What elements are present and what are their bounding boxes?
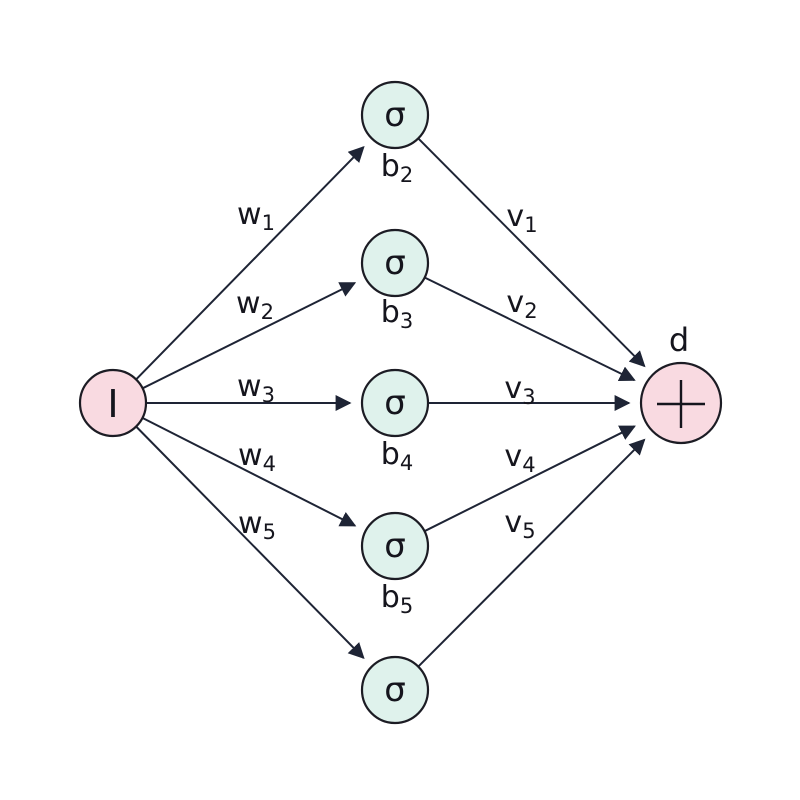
weight-label-v2: v2 [506,285,537,323]
weight-v4-base: v [504,439,522,474]
hidden-node-2: σ [360,228,430,298]
bias-b4-sub: 4 [400,451,413,475]
weight-v1-sub: 1 [524,213,537,237]
input-node: I [78,368,148,438]
edge-hidden2-output [424,276,636,381]
weight-label-w5: w5 [238,506,276,544]
weight-w1-sub: 1 [262,211,275,235]
weight-w4-sub: 4 [263,452,276,476]
sigma-label-4: σ [384,526,406,566]
hidden-node-2-circle [360,228,430,298]
bias-label-b4: b4 [381,437,413,475]
output-node: d [639,321,723,445]
bias-b5-sub: 5 [400,594,413,618]
edge-hidden1-output [417,137,646,368]
sigma-label-5: σ [384,670,406,710]
edge-input-hidden5 [135,425,365,660]
weight-v5-base: v [504,505,522,540]
weight-label-v5: v5 [504,505,535,543]
weight-label-v3: v3 [504,371,535,409]
bias-b2-base: b [381,149,400,184]
bias-b3-sub: 3 [400,309,413,333]
input-node-label: I [107,382,118,426]
weight-w1-base: w [237,197,262,232]
weight-v1-base: v [506,199,524,234]
hidden-node-3: σ [360,368,430,438]
hidden-node-1: σ [360,80,430,150]
weight-w3-sub: 3 [262,383,275,407]
edge-hidden5-output [417,438,646,668]
hidden-node-4-circle [360,511,430,581]
sigma-label-2: σ [384,243,406,283]
weight-w5-sub: 5 [263,520,276,544]
weight-v4-sub: 4 [522,453,535,477]
output-node-label: d [669,321,689,359]
bias-b2-sub: 2 [400,163,413,187]
edge-input-hidden1 [135,146,365,381]
bias-label-b2: b2 [381,149,413,187]
sigma-label-3: σ [384,383,406,423]
hidden-node-1-circle [360,80,430,150]
hidden-node-5-circle [360,655,430,725]
bias-b3-base: b [381,295,400,330]
sigma-label-1: σ [384,95,406,135]
bias-b5-base: b [381,580,400,615]
weight-v2-base: v [506,285,524,320]
output-edges [417,137,646,668]
weight-label-v4: v4 [504,439,535,477]
bias-b4-base: b [381,437,400,472]
weight-v2-sub: 2 [524,299,537,323]
weight-v3-base: v [504,371,522,406]
edge-hidden4-output [424,425,636,533]
weight-label-w2: w2 [236,286,274,324]
weight-label-w4: w4 [238,438,276,476]
weight-v3-sub: 3 [522,385,535,409]
bias-label-b3: b3 [381,295,413,333]
weight-w5-base: w [238,506,263,541]
edge-input-hidden2 [142,282,357,390]
hidden-node-4: σ [360,511,430,581]
weight-label-w1: w1 [237,197,275,235]
input-node-circle [78,368,148,438]
plus-icon [657,380,705,428]
edge-input-hidden4 [141,417,357,527]
bias-label-b5: b5 [381,580,413,618]
weight-w3-base: w [237,369,262,404]
weight-v5-sub: 5 [522,519,535,543]
input-edges [135,146,365,660]
hidden-node-3-circle [360,368,430,438]
weight-w2-sub: 2 [261,300,274,324]
hidden-node-5: σ [360,655,430,725]
weight-w2-base: w [236,286,261,321]
weight-w4-base: w [238,438,263,473]
weight-label-w3: w3 [237,369,275,407]
weight-label-v1: v1 [506,199,537,237]
